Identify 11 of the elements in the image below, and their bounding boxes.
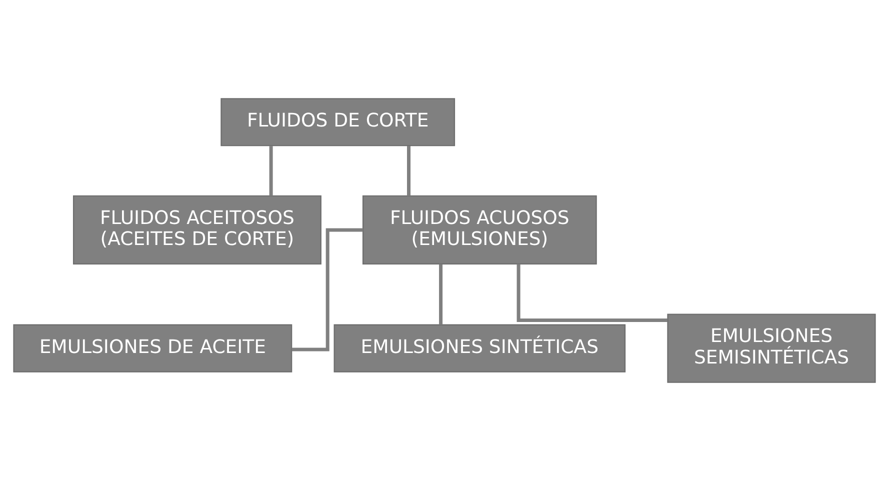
node-box: FLUIDOS ACUOSOS (EMULSIONES) xyxy=(362,194,597,264)
connector xyxy=(292,228,363,351)
node-box: FLUIDOS DE CORTE xyxy=(220,98,456,146)
connector xyxy=(516,264,668,322)
connector xyxy=(439,264,443,324)
connector xyxy=(407,146,411,196)
node-box: EMULSIONES SEMISINTÉTICAS xyxy=(667,313,876,382)
node-box: EMULSIONES DE ACEITE xyxy=(13,324,292,372)
node-box: FLUIDOS ACEITOSOS (ACEITES DE CORTE) xyxy=(72,194,322,264)
connector xyxy=(269,146,273,196)
node-box: EMULSIONES SINTÉTICAS xyxy=(334,324,626,372)
